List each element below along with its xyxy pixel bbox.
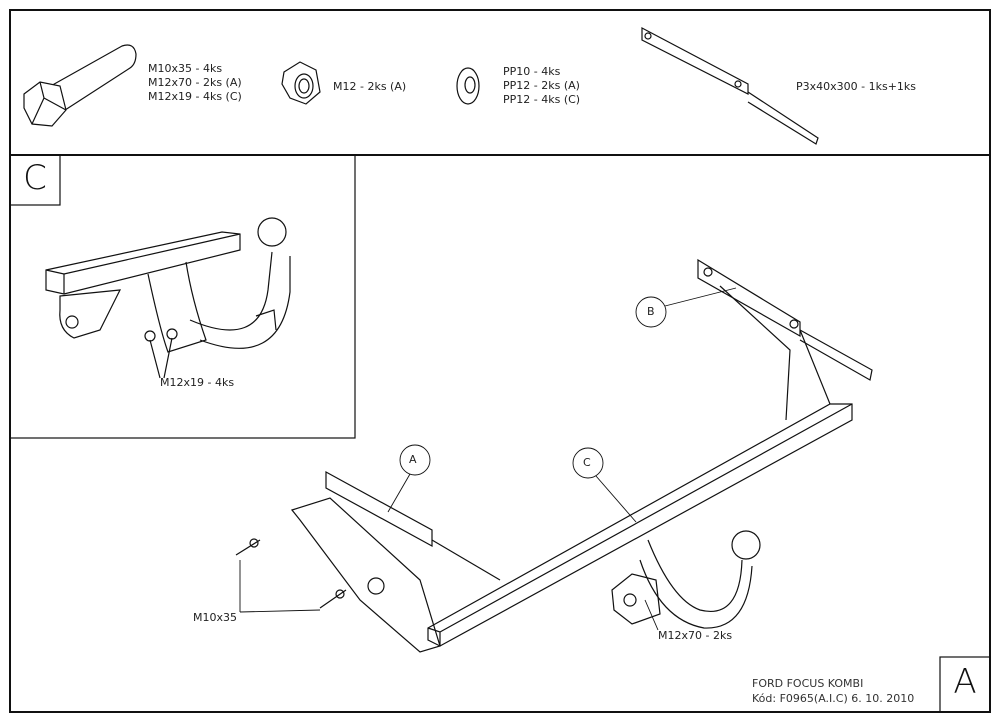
detail-frame bbox=[9, 154, 356, 439]
title-block: FORD FOCUS KOMBI Kód: F0965(A.I.C) 6. 10… bbox=[752, 676, 914, 706]
sheet-label: A bbox=[953, 662, 977, 702]
callout-leaders bbox=[239, 287, 737, 631]
bolt-spec: M12x70 - 2ks (A) bbox=[148, 76, 242, 89]
callout-c: C bbox=[583, 456, 591, 469]
detail-label: C bbox=[23, 158, 47, 198]
outer-frame bbox=[9, 9, 991, 713]
nut-icon bbox=[281, 61, 321, 105]
detail-bolt-callout: M12x19 - 4ks bbox=[160, 376, 235, 389]
sheet-label-box bbox=[939, 656, 991, 713]
main-hitch-drawing bbox=[235, 258, 873, 653]
callout-a: A bbox=[409, 453, 417, 466]
callout-b: B bbox=[647, 305, 655, 318]
washer-spec: PP12 - 2ks (A) bbox=[503, 79, 580, 92]
bolt-label: M10x35 bbox=[193, 611, 237, 624]
bolt-icon bbox=[23, 44, 137, 127]
detail-hitch-drawing bbox=[45, 217, 291, 379]
bolt-spec: M12x19 - 4ks (C) bbox=[148, 90, 242, 103]
drawing-code: Kód: F0965(A.I.C) 6. 10. 2010 bbox=[752, 692, 915, 705]
model-name: FORD FOCUS KOMBI bbox=[752, 677, 864, 690]
washer-spec: PP12 - 4ks (C) bbox=[503, 93, 581, 106]
bolt-spec: M10x35 - 4ks bbox=[148, 62, 223, 75]
plate-spec: P3x40x300 - 1ks+1ks bbox=[796, 80, 917, 93]
plate-icon bbox=[641, 27, 819, 145]
bolt-spec-list: M10x35 - 4ks M12x70 - 2ks (A) M12x19 - 4… bbox=[148, 62, 242, 104]
washer-spec: PP10 - 4ks bbox=[503, 65, 561, 78]
nut-spec: M12 - 2ks (A) bbox=[333, 80, 407, 93]
detail-label-box bbox=[9, 154, 61, 206]
ball-bolt-label: M12x70 - 2ks bbox=[658, 629, 733, 642]
washer-icon bbox=[456, 67, 480, 105]
washer-spec-list: PP10 - 4ks PP12 - 2ks (A) PP12 - 4ks (C) bbox=[503, 65, 580, 107]
